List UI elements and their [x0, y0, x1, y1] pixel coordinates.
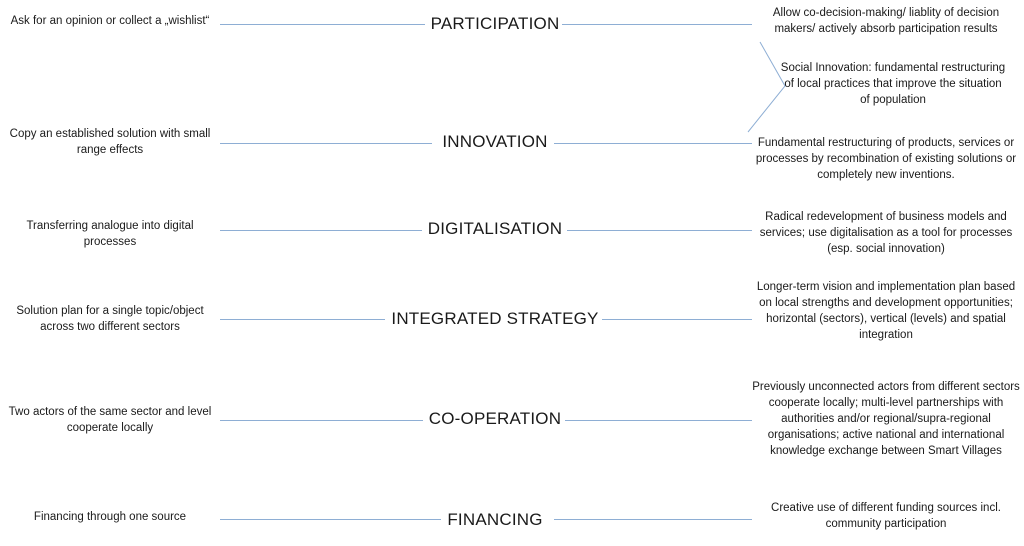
co-operation-label: CO-OPERATION: [300, 409, 690, 429]
participation-right-line: [562, 24, 752, 25]
digitalisation-label: DIGITALISATION: [300, 219, 690, 239]
integrated-strategy-left-line: [220, 319, 398, 320]
participation-basic-level: Ask for an opinion or collect a „wishlis…: [10, 15, 210, 27]
digitalisation-advanced-level: Radical redevelopment of business models…: [759, 211, 1013, 255]
digitalisation-basic-level: Transferring analogue into digital proce…: [26, 220, 194, 248]
digitalisation-right-line: [567, 230, 752, 231]
financing-label: FINANCING: [300, 510, 690, 530]
participation-advanced-level: Allow co-decision-making/ liablity of de…: [772, 7, 1000, 35]
participation-left-line: [220, 24, 425, 25]
co-operation-right-line: [565, 420, 752, 421]
innovation-basic-level: Copy an established solution with small …: [9, 128, 211, 156]
integrated-strategy-advanced-level: Longer-term vision and implementation pl…: [756, 281, 1016, 341]
financing-right-line: [554, 519, 752, 520]
financing-advanced-level: Creative use of different funding source…: [771, 502, 1001, 530]
financing-left-line: [220, 519, 444, 520]
innovation-label: INNOVATION: [300, 132, 690, 152]
innovation-left-line: [220, 143, 432, 144]
innovation-advanced-level: Fundamental restructuring of products, s…: [755, 137, 1017, 181]
integrated-strategy-basic-level: Solution plan for a single topic/object …: [16, 305, 204, 333]
digitalisation-left-line: [220, 230, 425, 231]
co-operation-left-line: [220, 420, 426, 421]
financing-basic-level: Financing through one source: [33, 511, 187, 523]
co-operation-basic-level: Two actors of the same sector and level …: [8, 406, 212, 434]
co-operation-advanced-level: Previously unconnected actors from diffe…: [752, 381, 1020, 457]
social-innovation-callout: Social Innovation: fundamental restructu…: [780, 62, 1006, 106]
innovation-right-line: [554, 143, 752, 144]
integrated-strategy-right-line: [602, 319, 752, 320]
participation-label: PARTICIPATION: [300, 14, 690, 34]
integrated-strategy-label: INTEGRATED STRATEGY: [300, 309, 690, 329]
